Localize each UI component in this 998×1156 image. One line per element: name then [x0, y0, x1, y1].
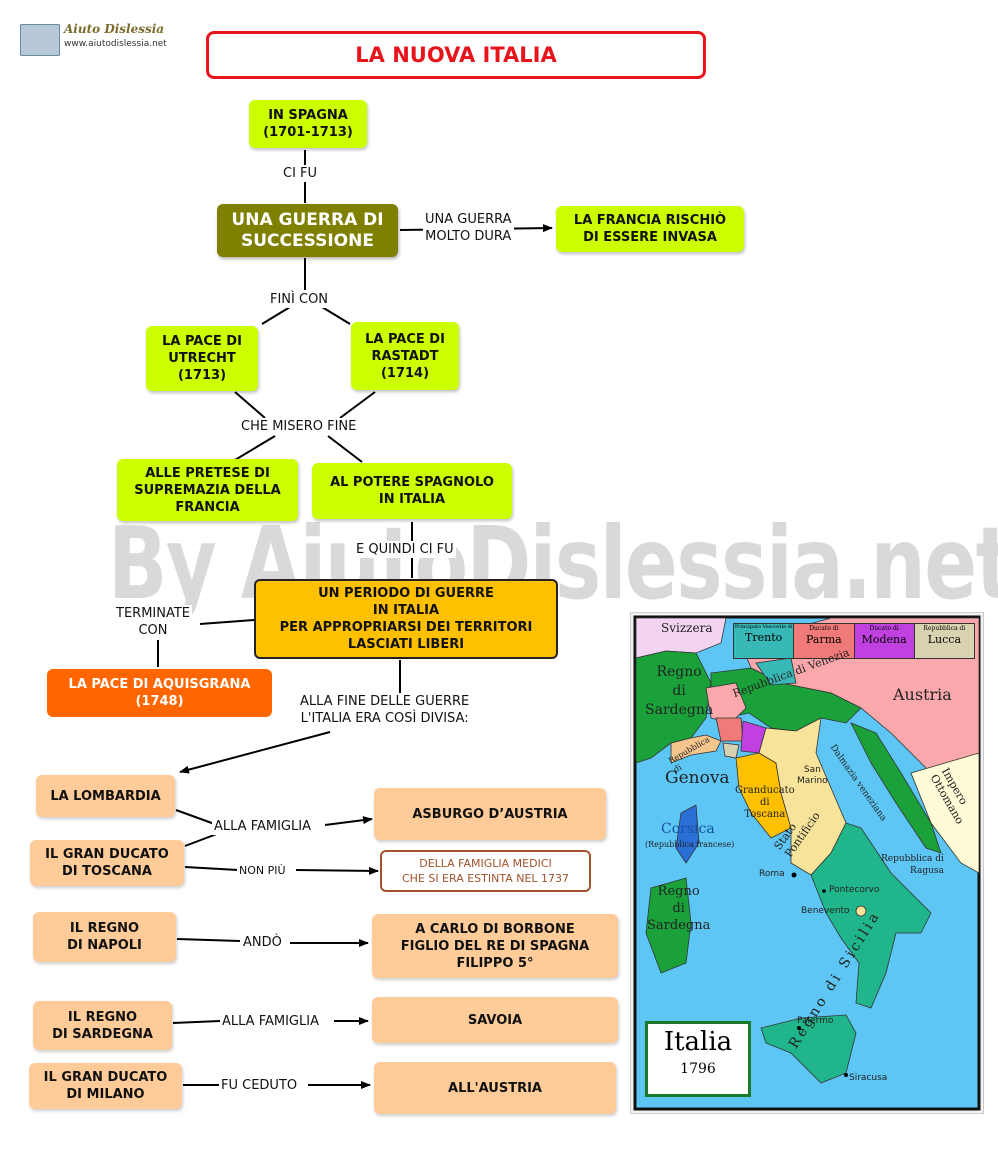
legend-parma: Ducato di Parma: [794, 624, 855, 658]
map-label-austria: Austria: [893, 685, 952, 704]
node-medici: DELLA FAMIGLIA MEDICI CHE SI ERA ESTINTA…: [380, 850, 591, 892]
label-fu-ceduto: FU CEDUTO: [219, 1077, 300, 1094]
node-francia-rischio: LA FRANCIA RISCHIÒ DI ESSERE INVASA: [556, 206, 744, 252]
map-label-regno-sardegna-s: Regno di Sardegna: [647, 884, 711, 933]
label-alla-fine: ALLA FINE DELLE GUERRE L'ITALIA ERA COSÌ…: [298, 693, 472, 727]
page-title: LA NUOVA ITALIA: [355, 43, 557, 67]
node-austria: ALL'AUSTRIA: [374, 1062, 616, 1114]
map-title-box: Italia 1796: [645, 1021, 751, 1097]
label-fini-con: FINÌ CON: [268, 291, 331, 308]
label-misero-fine: CHE MISERO FINE: [239, 418, 359, 435]
map-label-san-marino: San Marino: [797, 765, 828, 786]
map-label-roma: Roma: [759, 869, 785, 879]
map-label-rep-francese: (Repubblica francese): [645, 840, 735, 849]
node-potere-spagnolo: AL POTERE SPAGNOLO IN ITALIA: [312, 463, 512, 519]
map-label-svizzera: Svizzera: [661, 621, 713, 635]
logo-url: www.aiutodislessia.net: [64, 39, 167, 49]
map-year: 1796: [680, 1061, 716, 1077]
node-toscana: IL GRAN DUCATO DI TOSCANA: [30, 840, 184, 886]
node-napoli: IL REGNO DI NAPOLI: [33, 912, 176, 962]
map-label-regno-sardegna-n: Regno di Sardegna: [645, 664, 714, 718]
logo-name: Aiuto Dislessia: [64, 22, 165, 36]
label-e-quindi: E QUINDI CI FU: [354, 541, 456, 558]
node-milano: IL GRAN DUCATO DI MILANO: [29, 1063, 182, 1109]
node-pace-utrecht: LA PACE DI UTRECHT (1713): [146, 326, 258, 391]
label-alla-famiglia-1: ALLA FAMIGLIA: [212, 818, 313, 835]
node-pace-aquisgrana: LA PACE DI AQUISGRANA (1748): [47, 669, 272, 717]
legend-modena: Ducato di Modena: [854, 624, 915, 658]
map-label-siracusa: Siracusa: [849, 1073, 888, 1083]
node-pace-rastadt: LA PACE DI RASTADT (1714): [351, 322, 459, 390]
logo: Aiuto Dislessia www.aiutodislessia.net: [20, 22, 180, 56]
page-title-box: LA NUOVA ITALIA: [206, 31, 706, 79]
label-alla-famiglia-2: ALLA FAMIGLIA: [220, 1013, 321, 1030]
label-non-piu: NON PIÙ: [237, 862, 288, 879]
node-periodo-guerre: UN PERIODO DI GUERRE IN ITALIA PER APPRO…: [254, 579, 558, 659]
node-lombardia: LA LOMBARDIA: [36, 775, 175, 817]
italy-map-1796: Principato Vescovile di Trento Ducato di…: [630, 612, 984, 1114]
node-savoia: SAVOIA: [372, 997, 618, 1043]
node-guerra-successione: UNA GUERRA DI SUCCESSIONE: [217, 204, 398, 257]
label-ci-fu: CI FU: [281, 165, 320, 182]
node-in-spagna: IN SPAGNA (1701-1713): [249, 100, 367, 148]
node-carlo-borbone: A CARLO DI BORBONE FIGLIO DEL RE DI SPAG…: [372, 914, 618, 978]
map-label-granducato: Granducato di Toscana: [735, 785, 795, 820]
map-label-palermo: Palermo: [797, 1016, 834, 1026]
legend-lucca: Repubblica di Lucca: [914, 624, 974, 658]
map-label-ragusa: Repubblica di Ragusa: [881, 854, 944, 876]
map-legend: Principato Vescovile di Trento Ducato di…: [733, 623, 975, 659]
node-sardegna: IL REGNO DI SARDEGNA: [33, 1001, 172, 1050]
label-molto-dura: UNA GUERRA MOLTO DURA: [423, 211, 514, 245]
label-terminate-con: TERMINATE CON: [114, 605, 193, 639]
map-label-corsica: Corsica: [661, 821, 715, 837]
label-ando: ANDÒ: [241, 934, 284, 951]
node-pretese-francia: ALLE PRETESE DI SUPREMAZIA DELLA FRANCIA: [117, 459, 298, 521]
map-title: Italia: [663, 1027, 733, 1057]
map-label-pontecorvo: Pontecorvo: [829, 885, 880, 895]
map-drawing: [633, 615, 981, 1111]
map-label-benevento: Benevento: [801, 906, 850, 916]
node-asburgo: ASBURGO D’AUSTRIA: [374, 788, 606, 840]
legend-trento: Principato Vescovile di Trento: [734, 624, 795, 658]
book-icon: [20, 24, 60, 56]
map-label-genova: Genova: [665, 768, 730, 788]
